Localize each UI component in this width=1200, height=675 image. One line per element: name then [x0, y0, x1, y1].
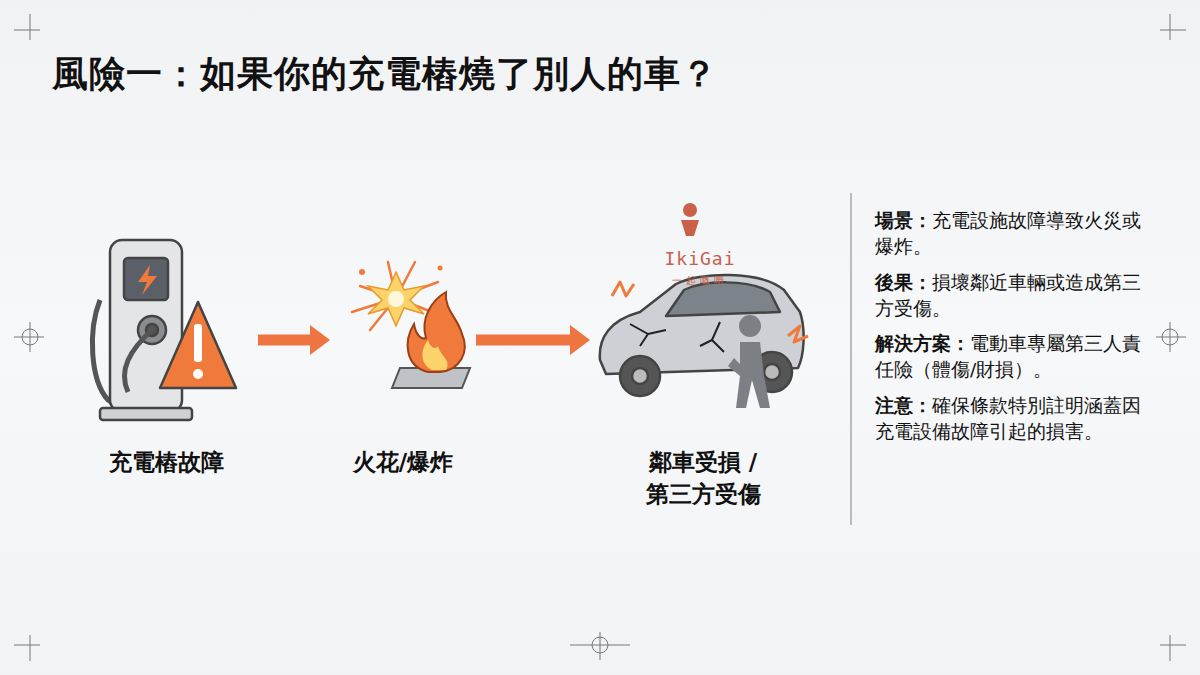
- stage-node: 充電樁故障: [80, 230, 252, 486]
- stage-caption: 鄰車受損 / 第三方受傷: [634, 446, 772, 510]
- text-panel: 場景：充電設施故障導致火災或爆炸。後果：損壞鄰近車輛或造成第三方受傷。解決方案：…: [875, 208, 1147, 454]
- stage-caption: 火花/爆炸: [336, 446, 470, 478]
- panel-heading: 場景：: [875, 210, 932, 231]
- flow-arrow: [476, 325, 590, 355]
- flow-arrow: [258, 325, 330, 355]
- charger-icon: [92, 240, 236, 420]
- panel-heading: 注意：: [875, 395, 932, 416]
- panel-paragraph: 解決方案：電動車專屬第三人責任險（體傷/財損）。: [875, 331, 1147, 384]
- panel-heading: 解決方案：: [875, 333, 970, 354]
- panel-paragraph: 注意：確保條款特別註明涵蓋因充電設備故障引起的損害。: [875, 393, 1147, 446]
- panel-heading: 後果：: [875, 272, 932, 293]
- stage-caption: 充電樁故障: [80, 446, 252, 478]
- crop-marks: [14, 14, 1186, 661]
- watermark-text: 一起嘅嘢: [650, 274, 750, 288]
- panel-paragraph: 後果：損壞鄰近車輛或造成第三方受傷。: [875, 270, 1147, 323]
- title: 風險一：如果你的充電樁燒了別人的車？: [52, 50, 718, 99]
- car-icon: [600, 203, 808, 408]
- stage-node: 火花/爆炸: [336, 230, 470, 486]
- stage-node: 鄰車受損 / 第三方受傷: [596, 230, 810, 520]
- watermark-text: IkiGai: [640, 248, 760, 269]
- divider: [850, 193, 852, 525]
- panel-paragraph: 場景：充電設施故障導致火災或爆炸。: [875, 208, 1147, 261]
- fire-icon: [352, 262, 470, 388]
